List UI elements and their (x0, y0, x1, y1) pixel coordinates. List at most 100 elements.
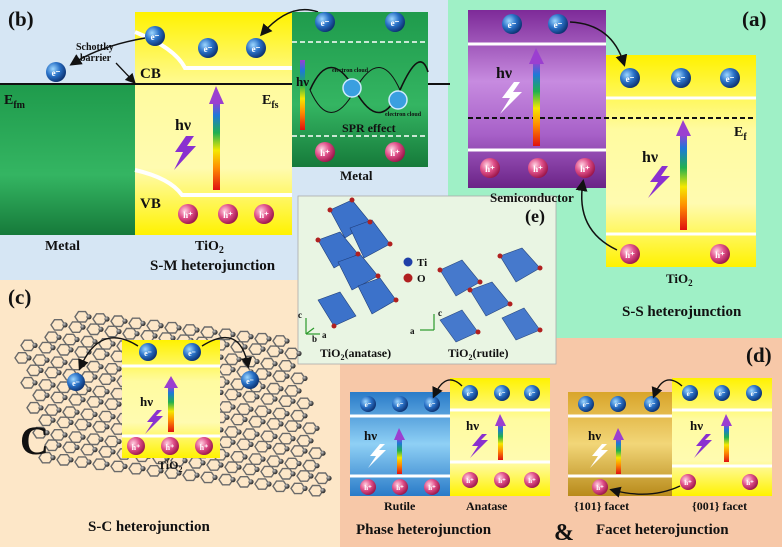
hole: h⁺ (710, 244, 730, 264)
carbon-atom (104, 351, 110, 357)
graphene-ring (44, 366, 60, 379)
svg-text:e⁻: e⁻ (626, 74, 635, 84)
svg-text:h⁺: h⁺ (746, 479, 754, 487)
carbon-atom (254, 394, 260, 400)
carbon-atom (326, 475, 332, 481)
carbon-atom (278, 348, 284, 354)
carbon-atom (86, 459, 92, 465)
graphene-ring (80, 335, 96, 348)
vb-label: VB (140, 196, 161, 212)
carbon-atom (80, 434, 86, 440)
panel-d-label: (d) (746, 343, 772, 367)
hole: h⁺ (480, 158, 500, 178)
arrowhead-c (164, 376, 178, 388)
panel-b: (b) Efm Efs CB VB Schottky barrier hν e⁻… (0, 7, 450, 274)
anatase-label: Anatase (466, 499, 508, 513)
graphene-ring (254, 332, 270, 345)
graphene-ring (314, 472, 330, 485)
carbon-atom (242, 344, 248, 350)
schottky-pointer (115, 62, 136, 84)
carbon-atom (284, 338, 290, 344)
graphene-ring (182, 324, 198, 336)
carbon-atom (176, 470, 182, 476)
carbon-atom (98, 399, 104, 405)
carbon-atom (302, 375, 308, 381)
svg-text:h⁺: h⁺ (428, 484, 436, 492)
carbon-atom (314, 425, 320, 431)
lightning-icon (694, 434, 712, 458)
carbon-atom (260, 419, 266, 425)
axis-b-label: b (312, 334, 317, 344)
carbon-atom (158, 323, 164, 329)
graphene-ring (92, 458, 108, 471)
carbon-atom (224, 452, 230, 458)
transfer-arrow-inset (260, 8, 319, 37)
carbon-atom (44, 392, 50, 398)
electron: e⁻ (720, 68, 740, 88)
svg-text:h⁺: h⁺ (625, 250, 635, 260)
spr-effect-label: SPR effect (342, 121, 396, 135)
carbon-atom (98, 364, 104, 370)
carbon-atom (170, 335, 176, 341)
graphene-ring (56, 416, 72, 429)
electron: e⁻ (241, 371, 259, 389)
carbon-atom (98, 326, 104, 332)
graphene-ring (290, 409, 306, 422)
graphene-ring (122, 327, 138, 340)
lightning-icon (145, 410, 163, 434)
panel-c-title: S-C heterojunction (88, 519, 210, 535)
graphene-ring (272, 335, 288, 347)
carbon-atom (38, 367, 44, 373)
panel-b-title: S-M heterojunction (150, 258, 276, 274)
carbon-atom (260, 346, 266, 352)
svg-text:h⁺: h⁺ (132, 443, 141, 452)
graphene-ring (86, 396, 102, 408)
graphene-ring (110, 423, 126, 435)
electron: e⁻ (139, 343, 157, 361)
carbon-atom (230, 439, 236, 445)
hole-transfer-arrow-facet (609, 485, 681, 498)
electron: e⁻ (671, 68, 691, 88)
efs-label: Efs (262, 93, 279, 111)
hv-label-rutile: hν (364, 428, 377, 443)
carbon-atom (44, 430, 50, 436)
graphene-ring (206, 459, 222, 471)
cb-label: CB (140, 66, 161, 82)
arrowhead-a1 (529, 48, 544, 64)
graphene-ring (242, 463, 258, 476)
carbon-atom (116, 328, 122, 335)
rutile-atoms (437, 253, 543, 335)
graphene-ring (50, 391, 66, 404)
graphene-ring (14, 352, 30, 364)
panel-b-label: (b) (8, 7, 34, 31)
graphene-ring (254, 405, 270, 418)
carbon-atom (236, 464, 242, 470)
graphene-ring (302, 459, 318, 472)
carbon-atom (290, 436, 296, 442)
graphene-ring (104, 325, 120, 338)
graphene-ring (296, 470, 312, 482)
carbon-atom (242, 454, 248, 460)
graphene-ring (104, 398, 120, 410)
hole: h⁺ (494, 472, 510, 488)
hole-transfer-arrow-a (575, 179, 618, 251)
carbon-atom (266, 444, 272, 450)
carbon-atom (92, 339, 98, 345)
carbon-atom (110, 376, 116, 382)
panel-c: (c) C e⁻ e⁻ e⁻ e⁻ hν h⁺ h⁺ h⁺ TiO2 S-C h… (8, 285, 332, 535)
panel-e-label: (e) (525, 206, 545, 227)
carbon-atom (26, 355, 32, 361)
graphene-ring (182, 469, 198, 482)
hv-label-a1: hν (496, 65, 512, 82)
svg-text:h⁺: h⁺ (684, 479, 692, 487)
electron: e⁻ (392, 396, 408, 412)
electron: e⁻ (502, 14, 522, 34)
carbon-atom (236, 429, 242, 435)
graphene-ring (80, 443, 96, 456)
carbon-atom (104, 389, 110, 395)
vb-band-curve (134, 168, 292, 197)
anatase-caption: TiO2(anatase) (320, 346, 391, 362)
carbon-atom (314, 463, 320, 469)
hole: h⁺ (462, 472, 478, 488)
